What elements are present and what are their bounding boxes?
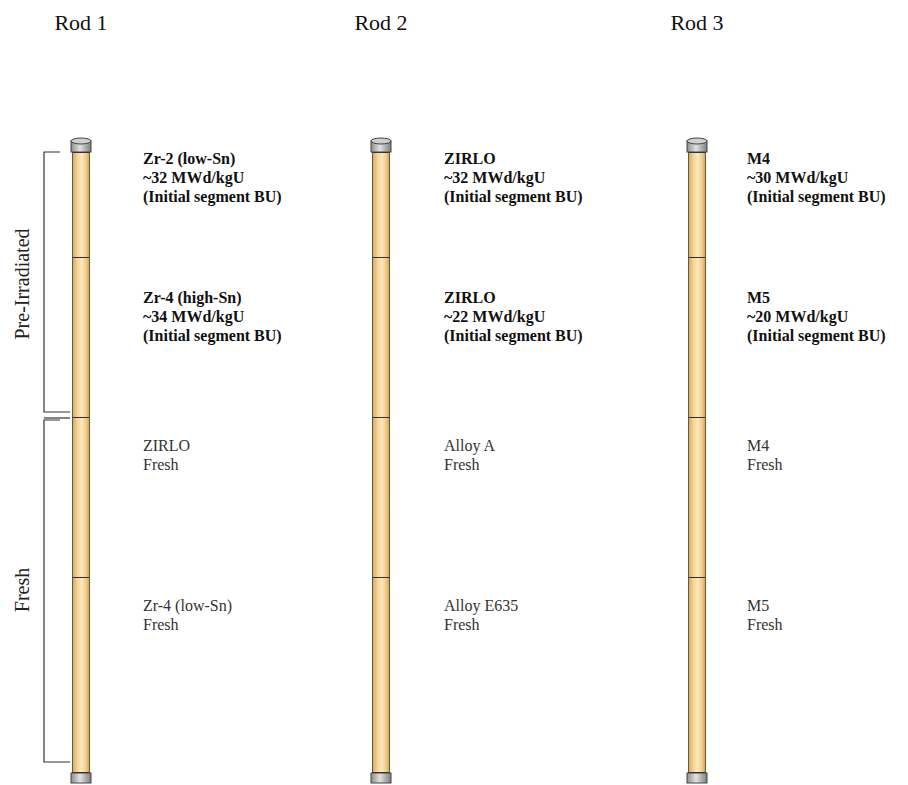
burnup-note: (Initial segment BU) (444, 326, 583, 345)
group-bracket (44, 152, 70, 762)
rod-segment: ZIRLO~22 MWd/kgU(Initial segment BU) (372, 258, 390, 418)
rod-segment: Alloy AFresh (372, 418, 390, 578)
burnup-note: ~34 MWd/kgU (143, 307, 282, 326)
burnup-note: Fresh (444, 455, 495, 474)
burnup-note: Fresh (143, 615, 232, 634)
rod-segment: Zr-4 (low-Sn)Fresh (72, 578, 90, 773)
burnup-note: (Initial segment BU) (747, 187, 886, 206)
rod-segment: M4~30 MWd/kgU(Initial segment BU) (688, 152, 706, 258)
alloy-name: ZIRLO (444, 288, 583, 307)
segment-label: Zr-4 (low-Sn)Fresh (143, 596, 232, 634)
segment-label: Alloy E635Fresh (444, 596, 518, 634)
rod-segment: Alloy E635Fresh (372, 578, 390, 773)
segment-label: Alloy AFresh (444, 436, 495, 474)
alloy-name: ZIRLO (444, 149, 583, 168)
group-label: Fresh (11, 568, 34, 612)
segment-label: M4Fresh (747, 436, 783, 474)
alloy-name: M5 (747, 596, 783, 615)
segment-label: Zr-4 (high-Sn)~34 MWd/kgU(Initial segmen… (143, 288, 282, 346)
burnup-note: ~32 MWd/kgU (143, 168, 282, 187)
fuel-rod: Rod 2ZIRLO~32 MWd/kgU(Initial segment BU… (372, 152, 390, 773)
rod-title: Rod 2 (354, 10, 407, 36)
rod-segment: Zr-2 (low-Sn)~32 MWd/kgU(Initial segment… (72, 152, 90, 258)
segment-label: Zr-2 (low-Sn)~32 MWd/kgU(Initial segment… (143, 149, 282, 207)
rod-segment: M5Fresh (688, 578, 706, 773)
rod-segment: ZIRLO~32 MWd/kgU(Initial segment BU) (372, 152, 390, 258)
segment-label: ZIRLO~22 MWd/kgU(Initial segment BU) (444, 288, 583, 346)
rod-title: Rod 3 (670, 10, 723, 36)
end-caps (71, 138, 707, 783)
burnup-note: ~30 MWd/kgU (747, 168, 886, 187)
burnup-note: ~32 MWd/kgU (444, 168, 583, 187)
burnup-note: Fresh (747, 455, 783, 474)
burnup-note: ~22 MWd/kgU (444, 307, 583, 326)
burnup-note: Fresh (747, 615, 783, 634)
alloy-name: M5 (747, 288, 886, 307)
burnup-note: ~20 MWd/kgU (747, 307, 886, 326)
segment-label: ZIRLOFresh (143, 436, 190, 474)
alloy-name: Zr-4 (low-Sn) (143, 596, 232, 615)
alloy-name: Zr-2 (low-Sn) (143, 149, 282, 168)
fuel-rod: Rod 3M4~30 MWd/kgU(Initial segment BU)M5… (688, 152, 706, 773)
rod-segment: ZIRLOFresh (72, 418, 90, 578)
burnup-note: Fresh (444, 615, 518, 634)
segment-label: M4~30 MWd/kgU(Initial segment BU) (747, 149, 886, 207)
rod-segment: Zr-4 (high-Sn)~34 MWd/kgU(Initial segmen… (72, 258, 90, 418)
fuel-rod: Rod 1Zr-2 (low-Sn)~32 MWd/kgU(Initial se… (72, 152, 90, 773)
segment-label: ZIRLO~32 MWd/kgU(Initial segment BU) (444, 149, 583, 207)
rod-segment: M5~20 MWd/kgU(Initial segment BU) (688, 258, 706, 418)
rod-segment: M4Fresh (688, 418, 706, 578)
segment-label: M5~20 MWd/kgU(Initial segment BU) (747, 288, 886, 346)
segment-label: M5Fresh (747, 596, 783, 634)
alloy-name: M4 (747, 149, 886, 168)
rod-title: Rod 1 (54, 10, 107, 36)
alloy-name: Alloy A (444, 436, 495, 455)
burnup-note: (Initial segment BU) (444, 187, 583, 206)
burnup-note: (Initial segment BU) (143, 187, 282, 206)
group-label: Pre-Irradiated (11, 228, 34, 339)
burnup-note: (Initial segment BU) (143, 326, 282, 345)
burnup-note: Fresh (143, 455, 190, 474)
alloy-name: Zr-4 (high-Sn) (143, 288, 282, 307)
alloy-name: ZIRLO (143, 436, 190, 455)
alloy-name: M4 (747, 436, 783, 455)
alloy-name: Alloy E635 (444, 596, 518, 615)
burnup-note: (Initial segment BU) (747, 326, 886, 345)
